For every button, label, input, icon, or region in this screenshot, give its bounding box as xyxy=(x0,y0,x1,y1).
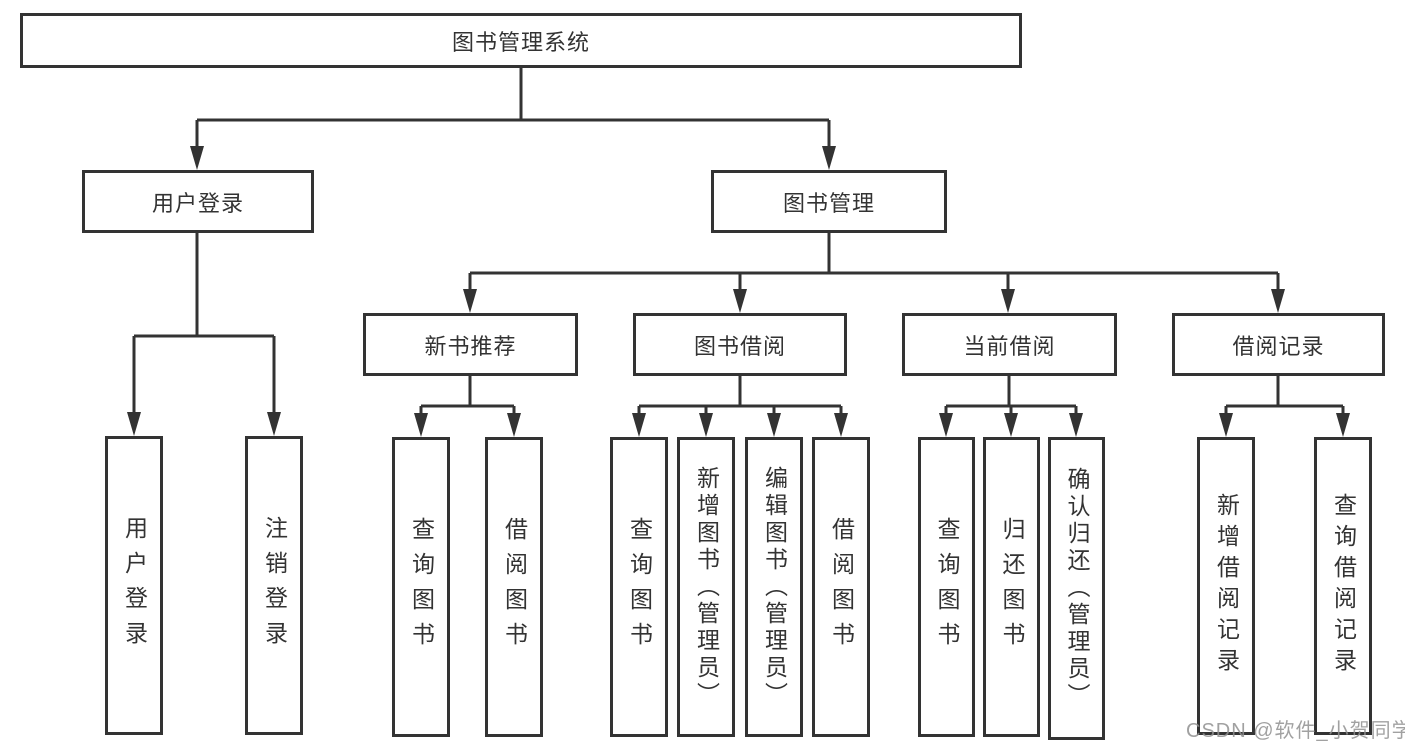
node-book-borrowing: 图书借阅 xyxy=(633,313,847,376)
node-label: 借阅记录 xyxy=(1232,333,1325,359)
node-label: 查询图书 xyxy=(408,517,435,657)
arrowheads xyxy=(127,146,1350,437)
leaf-borrow-books-recommend: 借阅图书 xyxy=(485,437,543,737)
node-label: 借阅图书 xyxy=(501,517,528,657)
node-library-management-system: 图书管理系统 xyxy=(20,13,1022,68)
node-user-login: 用户登录 xyxy=(82,170,314,233)
leaf-edit-books-admin: 编辑图书（管理员） xyxy=(745,437,803,737)
leaf-confirm-return-admin: 确认归还（管理员） xyxy=(1048,437,1105,740)
node-label: 注销登录 xyxy=(261,515,288,656)
leaf-return-books: 归还图书 xyxy=(983,437,1040,737)
node-label: 图书管理系统 xyxy=(451,29,590,55)
leaf-query-books-borrow: 查询图书 xyxy=(610,437,668,737)
leaf-borrow-books: 借阅图书 xyxy=(812,437,870,737)
node-label: 借阅图书 xyxy=(828,517,855,657)
node-label: 归还图书 xyxy=(999,517,1025,657)
node-label: 图书管理 xyxy=(782,190,875,216)
node-label: 新增借阅记录 xyxy=(1213,493,1240,679)
leaf-query-books-current: 查询图书 xyxy=(918,437,975,737)
node-borrowing-records: 借阅记录 xyxy=(1172,313,1385,376)
leaf-user-login: 用户登录 xyxy=(105,436,163,735)
node-label: 编辑图书（管理员） xyxy=(761,465,788,709)
node-label: 用户登录 xyxy=(151,190,244,216)
node-label: 用户登录 xyxy=(121,515,148,656)
node-book-management: 图书管理 xyxy=(711,170,947,233)
node-new-book-recommendation: 新书推荐 xyxy=(363,313,578,376)
leaf-query-books-recommend: 查询图书 xyxy=(392,437,450,737)
node-label: 查询借阅记录 xyxy=(1330,493,1357,679)
node-label: 当前借阅 xyxy=(963,333,1056,359)
node-label: 查询图书 xyxy=(934,517,960,657)
node-label: 新增图书（管理员） xyxy=(693,465,720,709)
leaf-query-borrow-record: 查询借阅记录 xyxy=(1314,437,1372,735)
node-label: 查询图书 xyxy=(626,517,653,657)
leaf-logout: 注销登录 xyxy=(245,436,303,735)
node-label: 新书推荐 xyxy=(424,333,517,359)
leaf-add-borrow-record: 新增借阅记录 xyxy=(1197,437,1255,735)
node-current-borrowing: 当前借阅 xyxy=(902,313,1117,376)
leaf-add-books-admin: 新增图书（管理员） xyxy=(677,437,735,737)
node-label: 确认归还（管理员） xyxy=(1064,467,1090,710)
csdn-watermark: CSDN @软件_小贺同学 xyxy=(1186,720,1405,742)
node-label: 图书借阅 xyxy=(693,333,786,359)
